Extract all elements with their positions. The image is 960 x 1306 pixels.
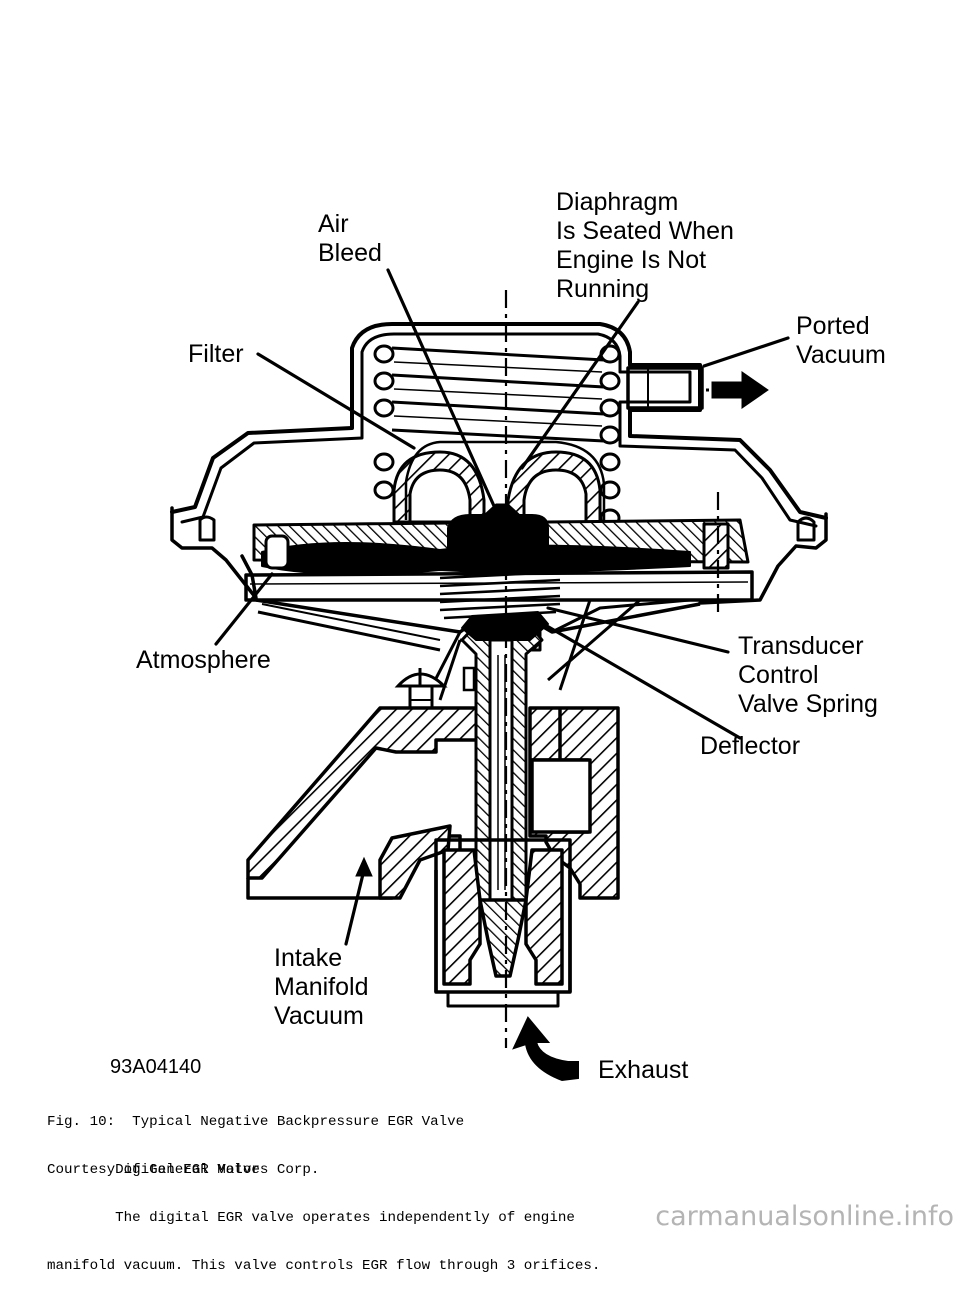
label-diaphragm: Diaphragm Is Seated When Engine Is Not R… <box>556 188 734 304</box>
label-line: Engine Is Not <box>556 246 707 274</box>
body-text: Digital EGR Valve The digital EGR valve … <box>47 1130 600 1306</box>
diaphragm <box>392 440 606 524</box>
label-line: Deflector <box>700 732 801 760</box>
label-atmosphere: Atmosphere <box>136 646 271 675</box>
watermark: carmanualsonline.info <box>655 1201 954 1232</box>
label-line: Intake <box>274 944 343 972</box>
intake-leader <box>344 868 366 946</box>
label-exhaust: Exhaust <box>598 1056 688 1085</box>
label-line: Control <box>738 661 819 689</box>
valve-seat <box>434 838 572 1008</box>
figure-code: 93A04140 <box>110 1055 201 1079</box>
diaphragm-plate <box>244 503 754 602</box>
air-bleed-leader <box>386 268 496 508</box>
deflector-leader <box>538 620 742 740</box>
leader-lines <box>214 268 790 946</box>
label-air-bleed: Air Bleed <box>318 210 382 268</box>
exhaust-arrow <box>512 1016 579 1082</box>
intake-arrow-head <box>355 856 373 877</box>
vacuum-outflow-arrow <box>711 371 769 409</box>
center-axis <box>504 290 720 1048</box>
label-line: Atmosphere <box>136 646 271 674</box>
label-line: 93A04140 <box>110 1056 202 1078</box>
caption-line: Fig. 10: Typical Negative Backpressure E… <box>47 1114 465 1130</box>
body-line: manifold vacuum. This valve controls EGR… <box>47 1258 601 1274</box>
label-line: Vacuum <box>274 1002 364 1030</box>
figure-caption: Fig. 10: Typical Negative Backpressure E… <box>47 1082 464 1210</box>
diaphragm-leader <box>520 300 640 470</box>
label-line: Ported <box>796 312 870 340</box>
label-line: Air <box>318 210 349 238</box>
label-line: Filter <box>188 340 244 368</box>
label-ported-vacuum: Ported Vacuum <box>796 312 886 370</box>
label-line: Valve Spring <box>738 690 878 718</box>
body-line: The digital EGR valve operates independe… <box>47 1210 575 1226</box>
transducer-leader <box>546 606 730 654</box>
transducer-spring <box>439 570 561 620</box>
atmosphere-leader <box>214 572 274 646</box>
label-transducer-control-valve-spring: Transducer Control Valve Spring <box>738 632 878 719</box>
upper-housing <box>170 322 828 605</box>
label-line: Is Seated When <box>556 217 734 245</box>
label-line: Exhaust <box>598 1056 689 1084</box>
label-filter: Filter <box>188 340 244 369</box>
filter-leader <box>256 352 416 450</box>
caption-line: Courtesy of General Motors Corp. <box>47 1162 320 1178</box>
label-intake-manifold-vacuum: Intake Manifold Vacuum <box>274 944 369 1031</box>
label-line: Transducer <box>738 632 864 660</box>
flow-arrows <box>355 371 769 1082</box>
diagram-stage: Air Bleed Diaphragm Is Seated When Engin… <box>47 188 954 1274</box>
label-line: Bleed <box>318 239 382 267</box>
ported-vacuum-leader <box>702 336 790 368</box>
label-deflector: Deflector <box>700 732 800 761</box>
label-line: Diaphragm <box>556 188 679 216</box>
egr-valve-cross-section <box>170 268 828 1082</box>
body-heading: Digital EGR Valve <box>47 1162 260 1178</box>
label-line: Vacuum <box>796 341 886 369</box>
label-line: Running <box>556 275 650 303</box>
label-line: Manifold <box>274 973 369 1001</box>
